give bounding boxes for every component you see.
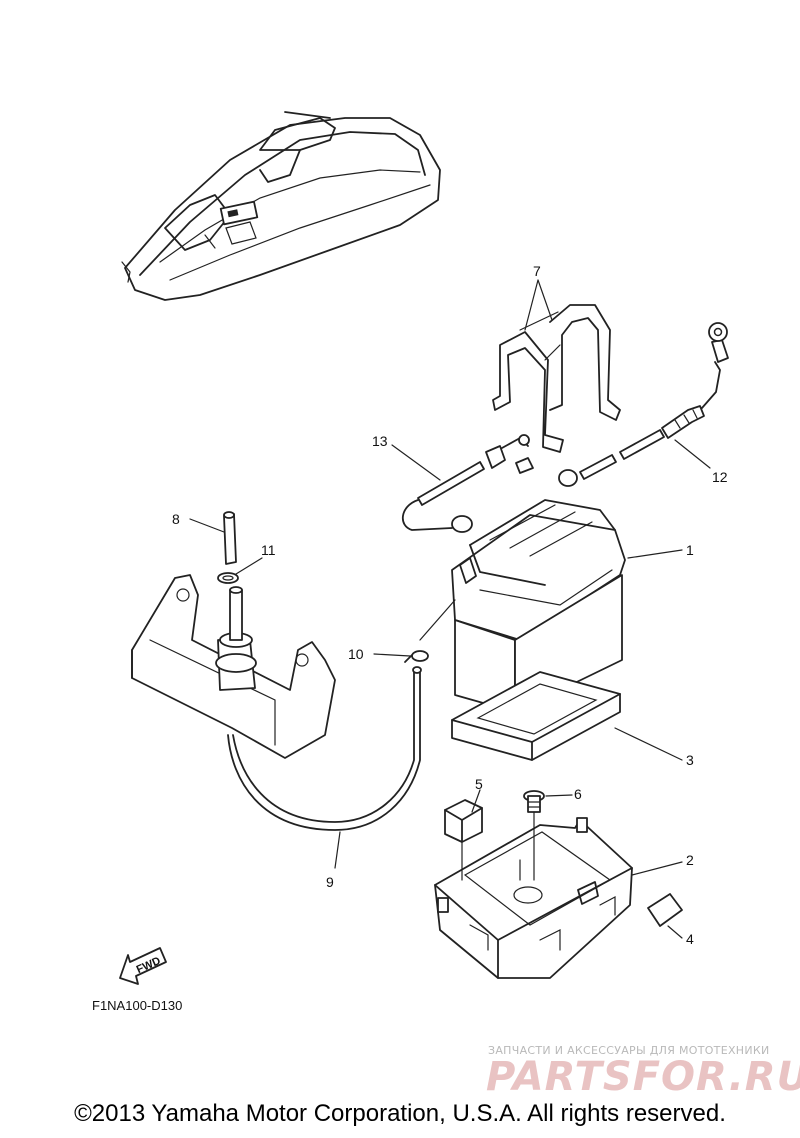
callout-3: 3 [686,752,694,768]
callout-5: 5 [475,776,483,792]
callout-4: 4 [686,931,694,947]
battery-cable-part-12 [558,322,729,487]
clip-part-10 [404,650,429,663]
watercraft-illustration [121,111,441,301]
cap-part-5 [444,799,483,843]
clip-part-11 [217,572,239,584]
bracket-assembly [131,574,336,759]
battery-band-part-7 [492,304,621,453]
callout-11: 11 [261,542,276,558]
watermark-tagline: ЗАПЧАСТИ И АКСЕССУАРЫ ДЛЯ МОТОТЕХНИКИ [488,1044,770,1057]
callout-labels: 1 2 3 4 5 6 7 8 9 10 11 12 13 [172,263,728,947]
copyright-notice: ©2013 Yamaha Motor Corporation, U.S.A. A… [74,1100,726,1127]
leader-lines [189,279,711,939]
callout-8: 8 [172,511,180,527]
battery-cable-part-13 [402,434,534,533]
callout-9: 9 [326,874,334,890]
callout-12: 12 [712,469,728,485]
callout-7: 7 [533,263,541,279]
fwd-arrow-icon: FWD [119,947,167,985]
hose-part-9 [227,671,421,831]
callout-10: 10 [348,646,364,662]
bolt-part-6 [523,790,545,813]
pad-part-4 [647,893,683,927]
callout-2: 2 [686,852,694,868]
pipe-part-8 [223,511,237,565]
battery-box-part-2 [434,817,633,979]
callout-1: 1 [686,542,694,558]
callout-13: 13 [372,433,388,449]
callout-6: 6 [574,786,582,802]
figure-code: F1NA100-D130 [92,998,182,1013]
watermark-logo: PARTSFOR.RU [486,1054,800,1100]
battery-pad-part-3 [451,671,621,761]
